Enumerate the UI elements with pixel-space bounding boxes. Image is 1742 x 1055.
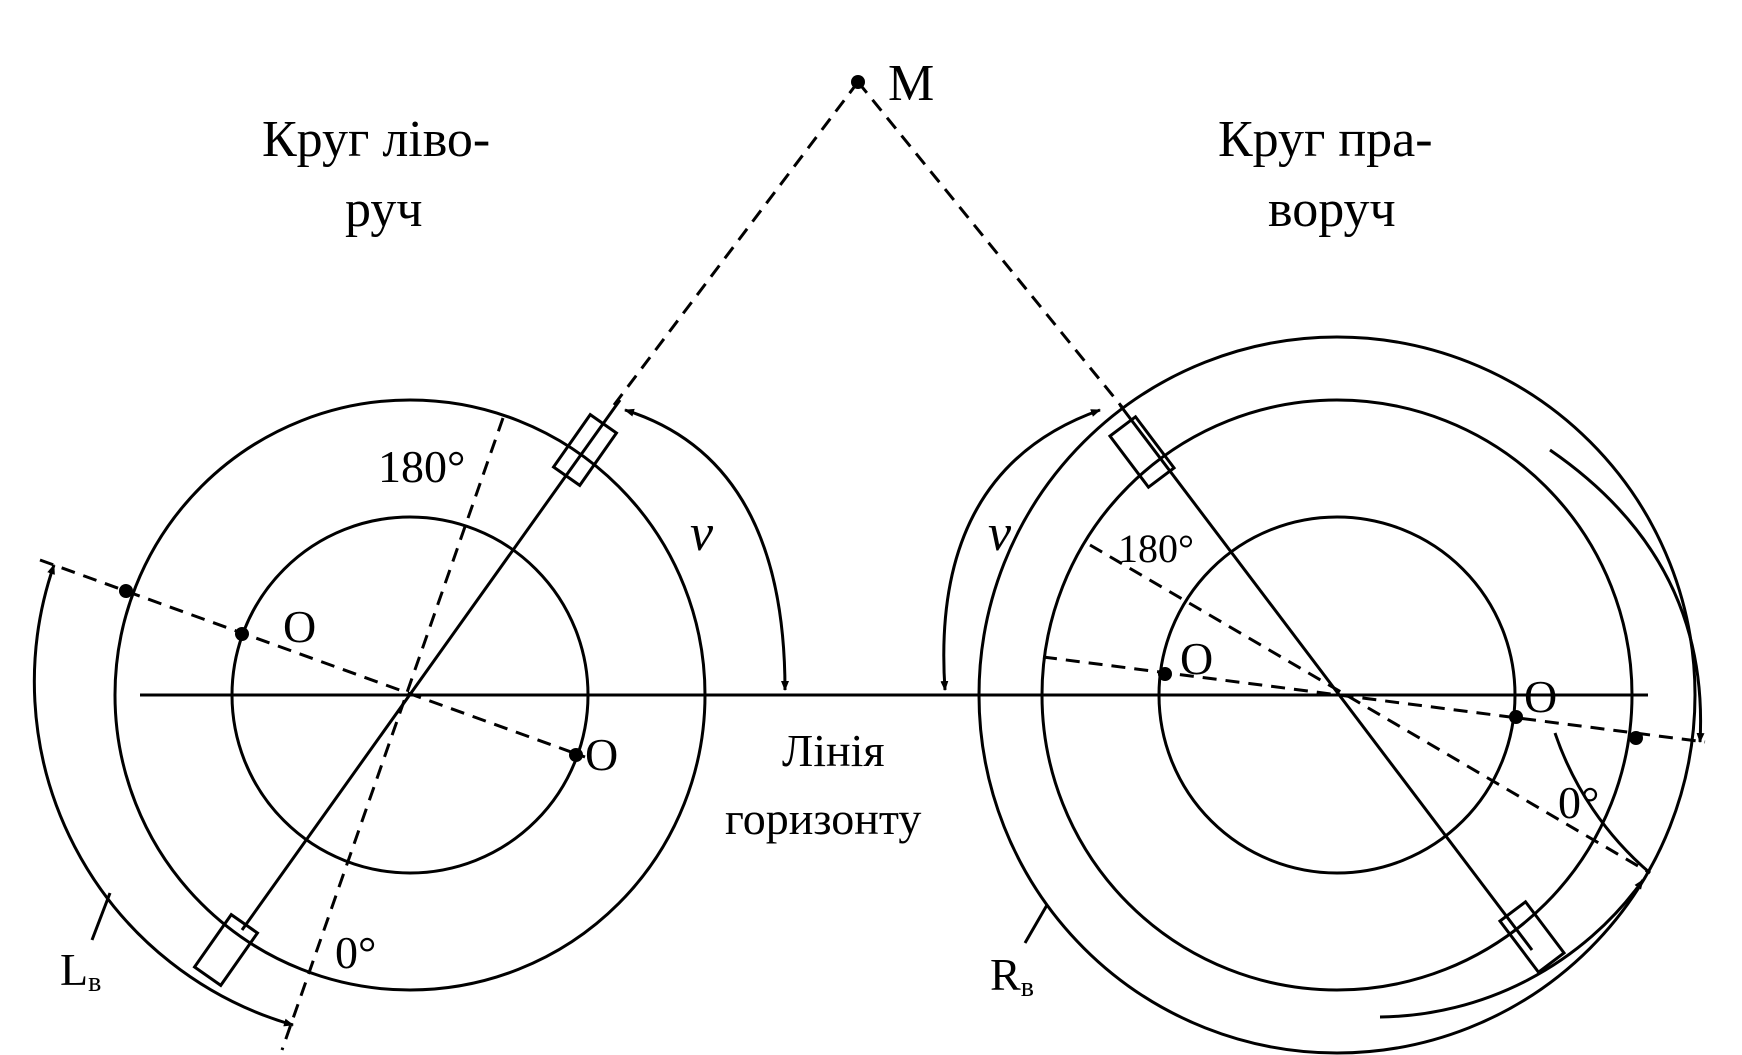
nu-arc-right <box>940 408 1101 691</box>
right-outer-circle <box>977 335 1697 1055</box>
lb-leader-line <box>90 892 112 941</box>
right-top-arc <box>1549 448 1705 743</box>
nu-label-left: ν <box>690 505 714 562</box>
lb-label: Lв <box>60 944 101 998</box>
left-index-top <box>551 412 619 488</box>
right-index-top <box>1107 414 1177 490</box>
right-dashed-diameter-0-180 <box>1089 543 1651 875</box>
point-m-dot <box>851 75 865 89</box>
rb-label-main: R <box>990 949 1021 1000</box>
o-label-right-right: O <box>1524 671 1557 722</box>
left-title-line1: Круг ліво- <box>262 111 490 168</box>
right-dashed-diameter-o <box>1042 655 1706 744</box>
right-inner-dot-left <box>1158 667 1172 681</box>
nu-label-right: ν <box>988 505 1012 562</box>
point-m-label: M <box>888 55 934 112</box>
right-middle-circle <box>1040 398 1634 992</box>
right-inner-dot-right <box>1509 710 1523 724</box>
rb-reading-arc-outer <box>1379 879 1645 1019</box>
left-inner-dot-upper <box>235 627 249 641</box>
right-sight-line <box>1118 404 1534 951</box>
left-dashed-diameter-0-180 <box>280 417 505 1051</box>
right-index-bottom <box>1497 899 1567 975</box>
left-title-line2: руч <box>345 181 422 238</box>
right-title-line2: воруч <box>1268 181 1396 238</box>
ray-to-m-right <box>856 81 1124 408</box>
rb-label-sub: в <box>1021 972 1034 1003</box>
nu-arc-left <box>624 408 789 691</box>
lb-reading-arc <box>32 564 294 1027</box>
right-outer-dot <box>1629 731 1643 745</box>
right-0-label: 0° <box>1558 777 1599 828</box>
left-outer-dot <box>119 584 133 598</box>
right-180-label: 180° <box>1118 526 1194 571</box>
left-inner-dot-lower <box>569 748 583 762</box>
right-circle-assembly <box>977 335 1697 1055</box>
left-0-label: 0° <box>335 927 376 978</box>
o-label-right-left: O <box>1180 633 1213 684</box>
rb-reading-arc <box>1553 732 1651 875</box>
rb-label: Rв <box>990 949 1034 1003</box>
o-label-left-upper: O <box>283 601 316 652</box>
rb-leader-line <box>1023 904 1049 944</box>
left-180-label: 180° <box>378 441 465 492</box>
lb-label-main: L <box>60 944 88 995</box>
ray-to-m-left <box>612 81 860 406</box>
o-label-left-lower: O <box>585 729 618 780</box>
horizon-label-line2: горизонту <box>725 793 921 844</box>
lb-label-sub: в <box>88 967 101 998</box>
left-sight-line <box>240 399 622 931</box>
right-inner-circle <box>1157 515 1517 875</box>
horizon-label-line1: Лінія <box>782 725 885 776</box>
right-title-line1: Круг пра- <box>1218 111 1433 168</box>
